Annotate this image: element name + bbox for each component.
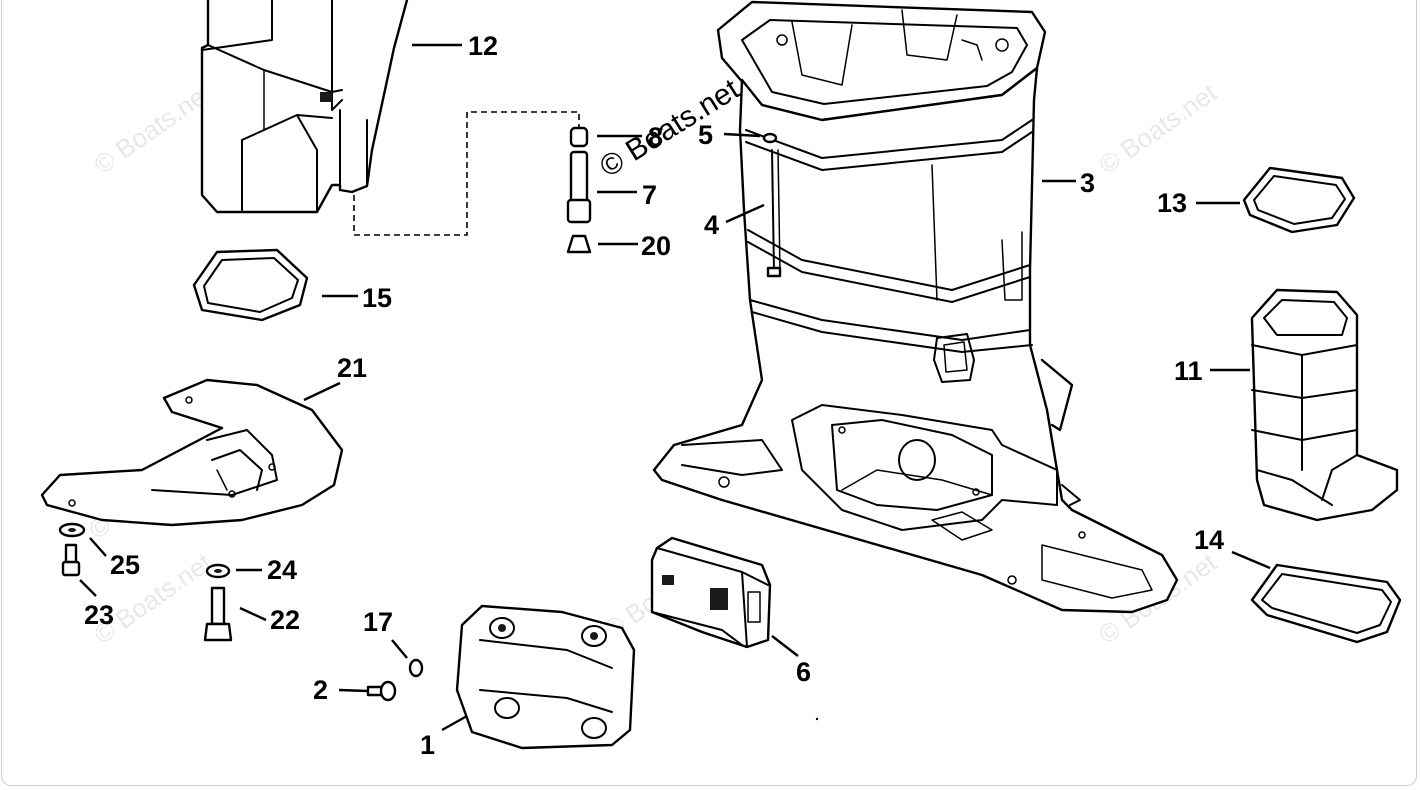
part-25-washer — [58, 522, 86, 538]
callout-22: 22 — [270, 605, 300, 635]
part-6-mount — [650, 536, 772, 649]
leader-23 — [79, 579, 97, 597]
callout-13: 13 — [1157, 188, 1187, 218]
leader-17 — [391, 639, 408, 659]
watermark: © Boats.net — [88, 77, 217, 180]
callout-17: 17 — [363, 607, 393, 637]
part-14-seal — [1250, 563, 1402, 644]
part-2-screw — [366, 680, 397, 702]
part-21-plate — [40, 378, 344, 527]
callout-20: 20 — [641, 231, 671, 261]
leader-6 — [771, 635, 799, 657]
stray-dot — [815, 717, 819, 721]
part-23-screw — [61, 543, 81, 577]
callout-24: 24 — [267, 555, 297, 585]
callout-7: 7 — [642, 180, 657, 210]
leader-14 — [1231, 550, 1271, 570]
callout-15: 15 — [362, 283, 392, 313]
callout-2: 2 — [313, 675, 328, 705]
watermark: © Boats.net — [88, 547, 217, 650]
leader-5 — [723, 132, 761, 138]
part-3-exhaust-housing — [652, 0, 1179, 614]
part-22-bolt — [203, 586, 233, 642]
leader-21 — [303, 381, 341, 402]
part-8-bushing — [569, 126, 589, 148]
part-7-tube — [566, 150, 592, 224]
callout-1: 1 — [420, 730, 435, 760]
leader-1 — [441, 714, 468, 732]
leader-22 — [239, 606, 267, 622]
callout-21: 21 — [337, 353, 367, 383]
part-12-upper-housing — [200, 0, 409, 214]
callout-5: 5 — [698, 120, 713, 150]
callout-4: 4 — [704, 210, 719, 240]
callout-14: 14 — [1194, 525, 1224, 555]
dashed-connector — [353, 111, 580, 236]
part-11-tube — [1250, 288, 1399, 522]
leader-4 — [725, 203, 765, 224]
callout-3: 3 — [1080, 168, 1095, 198]
part-20-grommet — [566, 234, 592, 254]
watermark-overlay: © Boats.net — [594, 72, 745, 184]
leader-25 — [89, 537, 107, 557]
callout-12: 12 — [468, 31, 498, 61]
callout-23: 23 — [84, 600, 114, 630]
part-17-washer — [408, 658, 424, 678]
callout-11: 11 — [1174, 356, 1203, 386]
callout-6: 6 — [796, 657, 811, 687]
part-24-washer — [205, 563, 231, 579]
watermark: © Boats.net — [1093, 77, 1222, 180]
callout-8: 8 — [648, 122, 663, 152]
callout-25: 25 — [110, 550, 140, 580]
leader-2 — [338, 688, 369, 693]
part-13-seal — [1242, 166, 1356, 234]
part-1-cover — [455, 604, 636, 750]
part-15-seal — [192, 248, 309, 322]
